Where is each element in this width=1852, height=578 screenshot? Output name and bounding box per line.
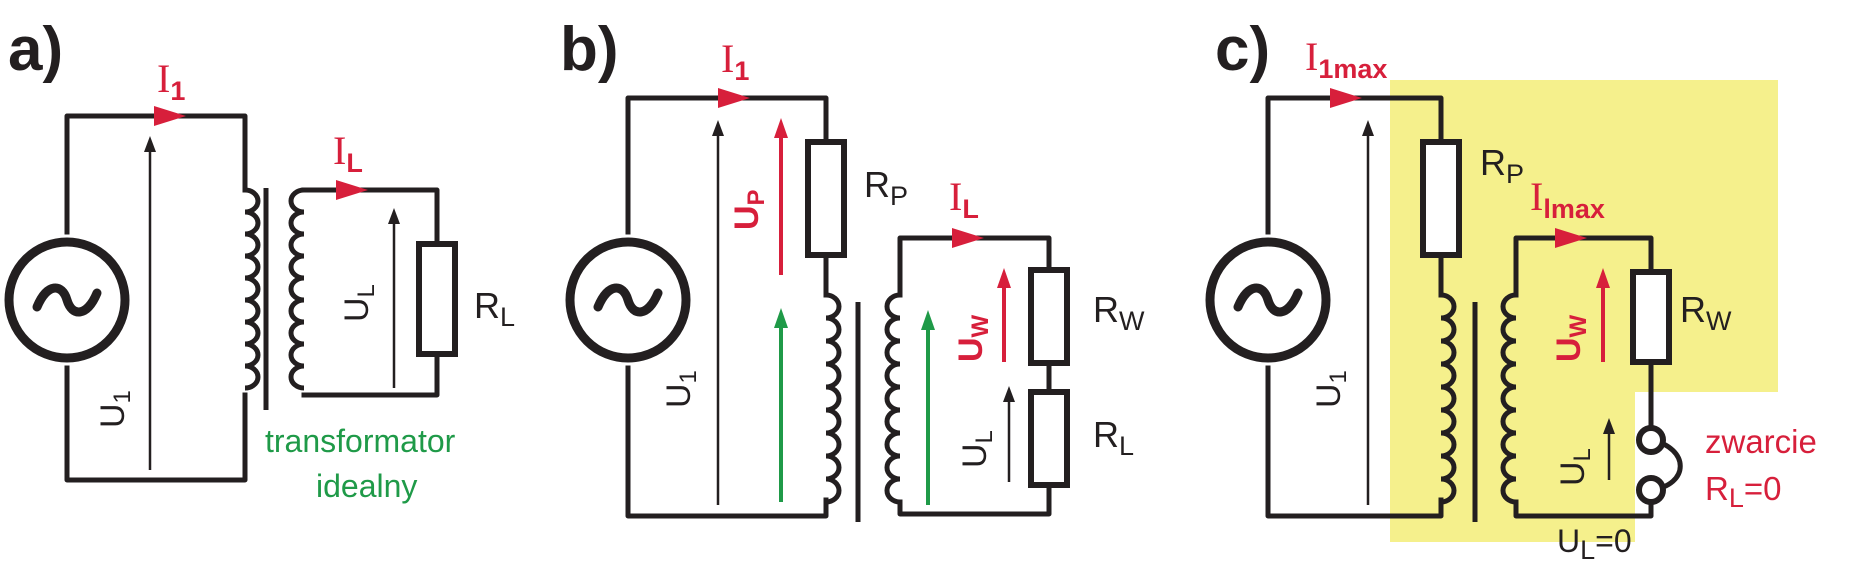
panel-c-voltage-u1: U1 — [1310, 370, 1352, 408]
panel-c-voltage-arrow-u1-head — [1362, 120, 1374, 136]
panel-b-resistor-rl — [1028, 389, 1070, 488]
panel-a-resistor-rl — [416, 241, 458, 357]
panel-a-voltage-ul: UL — [338, 284, 380, 322]
panel-c-current-arrow-1 — [1330, 88, 1362, 108]
panel-a-tilde-icon — [32, 283, 102, 317]
panel-b-resistor-rp-label: RP — [864, 164, 908, 211]
panel-b-voltage-u1: U1 — [660, 370, 702, 408]
panel-b-voltage-arrow-u1-head — [712, 120, 724, 136]
panel-b-voltage-uw: UW — [952, 314, 994, 362]
panel-b-secondary-wire — [897, 235, 1052, 517]
panel-c-voltage-arrow-ul-head — [1603, 418, 1615, 434]
panel-a-secondary-coil — [288, 187, 305, 391]
panel-c-ul-zero: UL=0 — [1557, 523, 1632, 565]
panel-c-resistor-rp-label: RP — [1480, 142, 1524, 189]
panel-c-label: c) — [1215, 15, 1270, 84]
panel-b-secondary-coil — [884, 292, 901, 505]
panel-b-current-arrow-l — [952, 228, 984, 248]
panel-b-resistor-rw-label: RW — [1093, 289, 1145, 336]
panel-c-current-arrow-l — [1555, 228, 1587, 248]
panel-a-note-line1: transformator — [265, 423, 456, 459]
panel-c-tilde-icon — [1233, 283, 1303, 317]
panel-a-voltage-arrow-ul-head — [388, 208, 400, 224]
panel-a-voltage-u1: U1 — [94, 390, 136, 428]
panel-b-resistor-rp — [805, 139, 847, 258]
panel-b-current-i1: I1 — [721, 36, 749, 86]
panel-b-voltage-arrow-secondary-coil-head — [921, 310, 935, 330]
panel-a-current-i1: I1 — [157, 56, 185, 106]
panel-c-current-i1max: I1max — [1305, 34, 1387, 84]
panel-b-voltage-up: UP — [728, 189, 770, 230]
panel-a-current-il: IL — [333, 128, 363, 178]
panel-b-primary-coil — [825, 292, 842, 505]
panel-b-voltage-arrow-uw-head — [997, 268, 1011, 288]
panel-c-short-value: RL=0 — [1705, 470, 1782, 513]
panel-c-terminal-top — [1636, 425, 1666, 455]
panel-c-short-label: zwarcie — [1705, 423, 1817, 460]
panel-b-voltage-arrow-primary-coil-head — [774, 308, 788, 328]
panel-c-voltage-ul: UL — [1554, 448, 1596, 486]
panel-c-resistor-rw-label: RW — [1680, 289, 1732, 336]
panel-b-resistor-rl-label: RL — [1093, 414, 1134, 461]
panel-c-voltage-arrow-uw-head — [1596, 268, 1610, 288]
panel-a: a) I1 IL U1 UL RL transformator idealny — [4, 15, 515, 504]
panel-a-current-arrow-1 — [154, 106, 186, 126]
panel-b-current-il: IL — [949, 174, 979, 224]
panel-c-secondary-coil — [1500, 292, 1517, 505]
panel-b-voltage-arrow-ul-head — [1003, 386, 1015, 402]
panel-a-note-line2: idealny — [316, 468, 417, 504]
panel-a-primary-coil — [244, 187, 261, 391]
panel-b-voltage-arrow-up-head — [774, 118, 788, 138]
panel-b-tilde-icon — [593, 283, 663, 317]
panel-a-resistor-rl-label: RL — [474, 285, 515, 332]
panel-c-highlight-zone — [1390, 80, 1778, 542]
panel-b-label: b) — [560, 15, 619, 84]
panel-a-current-arrow-l — [336, 180, 368, 200]
panel-c-current-ilmax: Ilmax — [1530, 174, 1605, 224]
panel-c-resistor-rp — [1420, 139, 1462, 258]
panel-c-primary-coil — [1440, 292, 1457, 505]
panel-b: b) I1 IL U1 UP UW UL — [560, 15, 1145, 522]
panel-c: c) I1max Ilmax U1 UW UL RP RW zwarcie RL… — [1205, 15, 1817, 565]
panel-b-resistor-rw — [1028, 267, 1070, 366]
panel-b-current-arrow-1 — [718, 88, 750, 108]
panel-b-voltage-ul: UL — [956, 430, 998, 468]
panel-c-resistor-rw — [1630, 269, 1672, 365]
panel-c-voltage-uw: UW — [1550, 314, 1592, 362]
panel-a-label: a) — [8, 15, 63, 84]
panel-c-terminal-bottom — [1636, 475, 1666, 505]
panel-a-voltage-arrow-u1-head — [144, 136, 156, 152]
